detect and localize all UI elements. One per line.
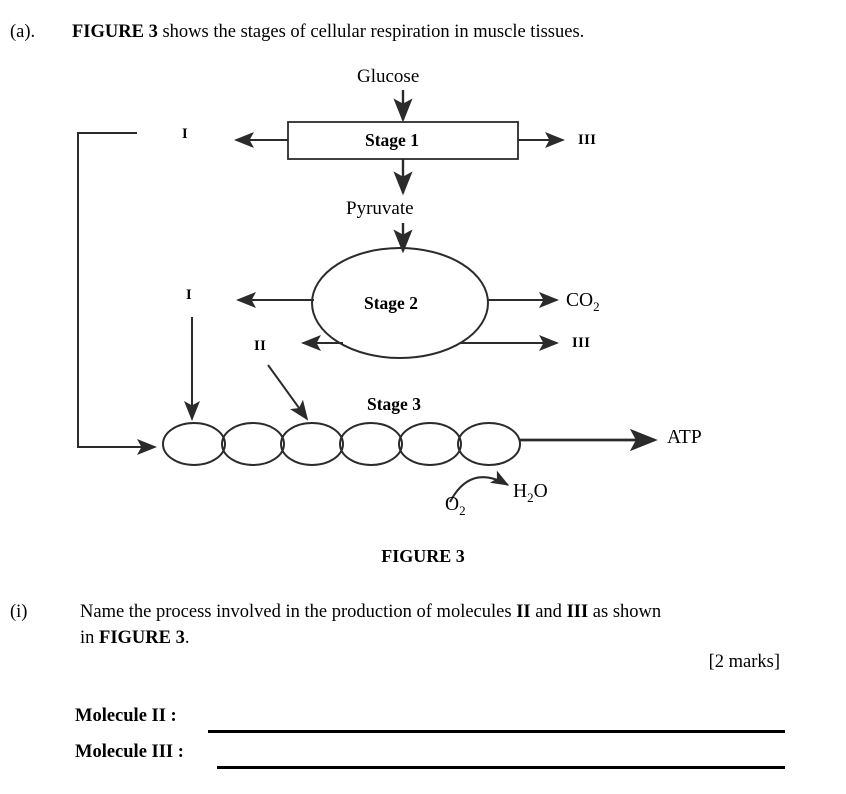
stage1-label: Stage 1 [365, 130, 419, 150]
o2-label: O2 [445, 494, 466, 518]
chain-ellipse [457, 422, 521, 466]
atp-label: ATP [667, 427, 702, 448]
figure-ref-2: FIGURE 3 [99, 627, 185, 648]
molecule-ii-label: Molecule II : [75, 706, 177, 726]
pyruvate-label: Pyruvate [346, 198, 414, 219]
subquestion-text-5: . [184, 627, 190, 648]
question-label: (a). [10, 22, 36, 42]
chain-ellipse [221, 422, 285, 466]
stage2-label: Stage 2 [364, 293, 418, 313]
answer-row-molecule-ii: Molecule II : [75, 706, 785, 736]
question-text: shows the stages of cellular respiration… [157, 22, 585, 42]
arrow-II-to-chain [267, 364, 309, 421]
figure-caption: FIGURE 3 [381, 546, 465, 566]
molecule-iii-answer-line[interactable] [217, 766, 785, 769]
roman-iii-middle-label: III [572, 335, 591, 351]
glucose-label: Glucose [357, 66, 420, 87]
feedback-bracket-path [77, 132, 157, 455]
chain-ellipse [398, 422, 462, 466]
roman-i-top-label: I [182, 126, 189, 142]
question-stem: (a). FIGURE 3 shows the stages of cellula… [10, 20, 836, 45]
question-figure-ref: FIGURE 3 [72, 22, 158, 42]
figure-3-diagram: Glucose Stage 1 Pyruvate Stage 2 Stage 3… [0, 55, 846, 535]
molecule-iii-label: Molecule III : [75, 742, 184, 762]
electron-transport-chain [162, 422, 521, 466]
roman-i-middle-label: I [186, 287, 193, 303]
molecule-ii-ref: II [516, 602, 531, 622]
subquestion-label: (i) [10, 602, 28, 622]
stage3-label: Stage 3 [367, 394, 421, 414]
molecule-ii-answer-line[interactable] [208, 730, 785, 733]
roman-ii-label: II [254, 338, 267, 354]
subquestion-text-2: and [530, 602, 567, 622]
subquestion-i: (i) Name the process involved in the pro… [10, 600, 800, 652]
arrow-o2-to-h2o [449, 470, 510, 503]
roman-iii-top-label: III [578, 132, 597, 148]
answer-row-molecule-iii: Molecule III : [75, 742, 785, 772]
chain-ellipse [339, 422, 403, 466]
diagram-svg [77, 90, 658, 503]
subquestion-text-4: in [80, 627, 100, 648]
subquestion-body: Name the process involved in the product… [80, 600, 800, 652]
chain-ellipse [162, 422, 226, 466]
chain-ellipse [280, 422, 344, 466]
stage2-ellipse [311, 247, 489, 359]
marks-allocation: [2 marks] [708, 652, 780, 672]
subquestion-text-1: Name the process involved in the product… [80, 602, 517, 622]
molecule-iii-ref: III [566, 602, 589, 622]
subquestion-text-3: as shown [588, 602, 662, 622]
co2-label: CO2 [566, 290, 600, 314]
h2o-label: H2O [513, 481, 548, 505]
